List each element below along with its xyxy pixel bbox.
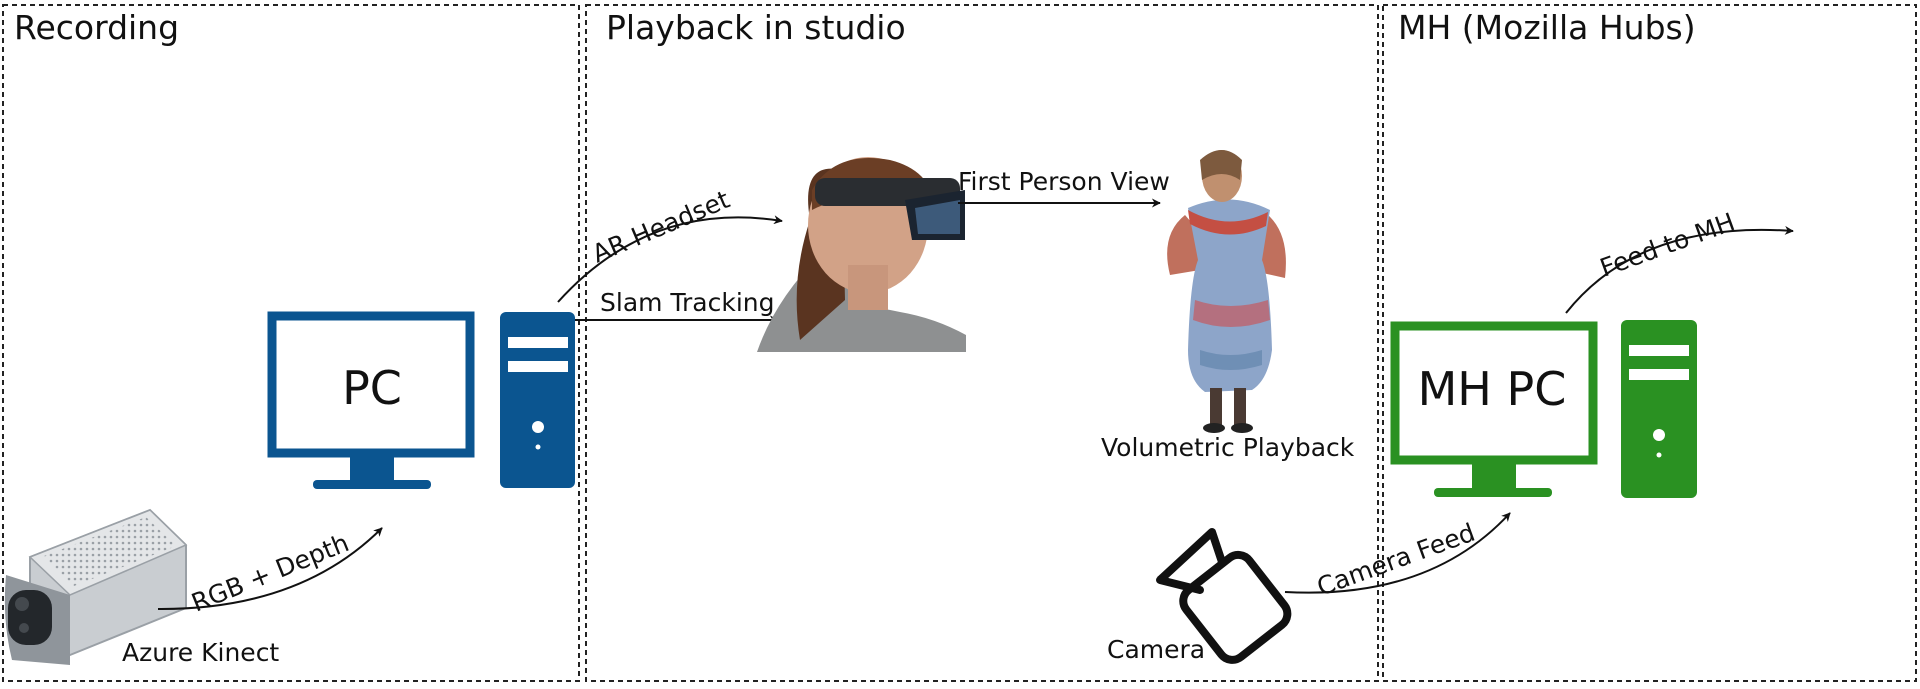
ar-headset-arrow bbox=[557, 215, 783, 303]
slam-tracking-label: Slam Tracking bbox=[600, 288, 775, 317]
mh-title: MH (Mozilla Hubs) bbox=[1398, 8, 1696, 47]
playback-panel bbox=[585, 4, 1379, 682]
camera-label: Camera bbox=[1107, 635, 1205, 664]
recording-panel bbox=[2, 4, 580, 682]
feed-to-mh-arrow bbox=[1565, 225, 1794, 314]
camera-icon bbox=[1156, 528, 1292, 664]
pc-tower-icon bbox=[500, 312, 575, 488]
camera-feed-label: Camera Feed bbox=[1313, 518, 1479, 602]
camera-feed-arrow bbox=[1284, 512, 1511, 594]
recording-title: Recording bbox=[14, 8, 179, 47]
ar-headset-label: AR Headset bbox=[588, 185, 734, 269]
playback-title: Playback in studio bbox=[606, 8, 906, 47]
mh-pc-monitor-icon bbox=[1390, 321, 1598, 497]
first-person-view-label: First Person View bbox=[958, 167, 1170, 196]
pc-monitor-icon bbox=[267, 311, 475, 489]
rgb-depth-label: RGB + Depth bbox=[187, 528, 353, 617]
volumetric-figure-icon bbox=[1167, 150, 1286, 433]
ar-headset-person-icon bbox=[757, 157, 966, 352]
azure-kinect-icon bbox=[4, 508, 188, 665]
mh-pc-label: MH PC bbox=[1418, 362, 1567, 416]
azure-kinect-label: Azure Kinect bbox=[122, 638, 279, 667]
mh-pc-tower-icon bbox=[1621, 320, 1697, 498]
mh-panel bbox=[1382, 4, 1917, 682]
pc-label: PC bbox=[342, 361, 402, 415]
feed-to-mh-label: Feed to MH bbox=[1596, 207, 1738, 282]
rgb-depth-arrow bbox=[157, 527, 383, 611]
volumetric-playback-label: Volumetric Playback bbox=[1101, 433, 1355, 462]
